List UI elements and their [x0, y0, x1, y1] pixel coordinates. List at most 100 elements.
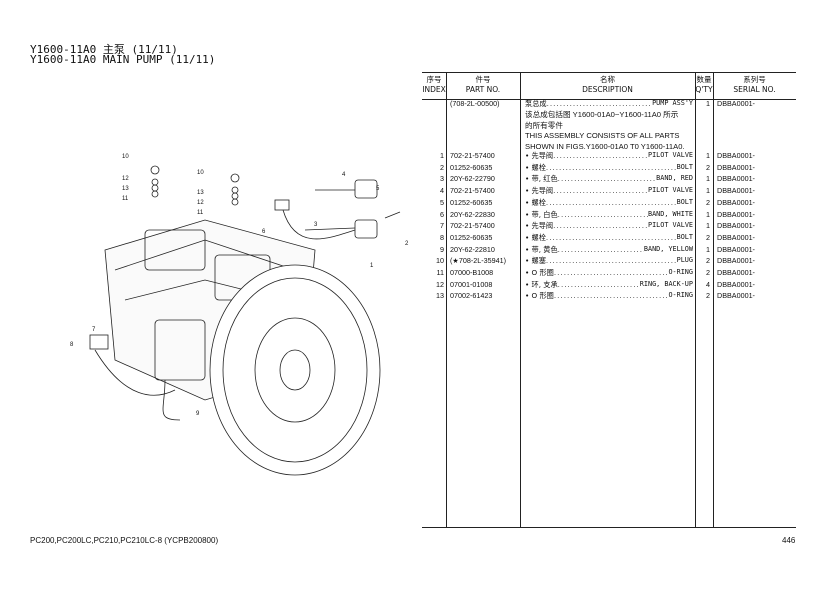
row-index: 2 [440, 162, 444, 172]
row-qty: 2 [706, 232, 710, 242]
footer-models: PC200,PC200LC,PC210,PC210LC-8 (YCPB20080… [30, 536, 219, 545]
row-description: • O 形圈..................................… [525, 291, 693, 301]
row-index: 10 [436, 256, 444, 266]
row-description: • 螺塞....................................… [525, 256, 693, 266]
row-serial: DBBA0001- [717, 279, 755, 289]
main-pump-exploded-drawing [89, 165, 401, 476]
row-index: 12 [436, 279, 444, 289]
row-qty: 1 [706, 244, 710, 254]
row-qty: 1 [706, 174, 710, 184]
callout-number: 4 [342, 172, 346, 178]
row-serial: DBBA0001- [717, 209, 755, 219]
row-description: • O 形圈..................................… [525, 268, 693, 277]
row-description: • 螺栓....................................… [525, 197, 693, 207]
row-part-no: 702-21-57400 [450, 186, 495, 196]
row-serial: DBBA0001- [717, 268, 755, 277]
table-row: 12 07001-01008 • 环, 支承....................… [422, 279, 796, 291]
row-qty: 1 [706, 209, 710, 219]
row-serial: DBBA0001- [717, 186, 755, 196]
row-index: 3 [440, 174, 444, 184]
row-part-no: 20Y-62-22810 [450, 244, 495, 254]
table-row: 1 702-21-57400 • 先导阀......................… [422, 150, 796, 162]
row-serial: DBBA0001- [717, 291, 755, 301]
row-serial: DBBA0001- [717, 162, 755, 172]
row-serial: DBBA0001- [717, 256, 755, 266]
table-row: 4 702-21-57400 • 先导阀......................… [422, 185, 796, 197]
callout-number: 11 [197, 210, 204, 216]
row-description: • 先导阀...................................… [525, 151, 693, 160]
row-description: • 带, 白色.................................… [525, 209, 693, 219]
row-part-no: 702-21-57400 [450, 151, 495, 160]
table-row: 13 07002-61423 • O 形圈.....................… [422, 290, 796, 302]
row-part-no: 07002-61423 [450, 291, 493, 301]
callout-number: 9 [196, 411, 200, 417]
row-part-no: 20Y-62-22830 [450, 209, 495, 219]
row-serial: DBBA0001- [717, 244, 755, 254]
callout-number: 10 [197, 170, 204, 176]
callout-number: 6 [262, 229, 266, 235]
row-part-no: 07001-01008 [450, 279, 493, 289]
row-part-no: 01252-60635 [450, 197, 493, 207]
page-title-cn: Y1600-11A0 主泵 (11/11) [30, 43, 178, 56]
callout-number: 7 [92, 327, 96, 333]
row-description: • 带, 黄色.................................… [525, 244, 693, 254]
row-index: 1 [440, 151, 444, 160]
row-qty: 2 [706, 291, 710, 301]
row-index: 13 [436, 291, 444, 301]
callout-number: 3 [314, 222, 318, 228]
row-part-no: (★708-2L-35941) [450, 256, 506, 266]
row-qty: 2 [706, 197, 710, 207]
callout-number: 10 [122, 154, 129, 160]
callout-number: 5 [376, 186, 380, 192]
table-row: 5 01252-60635 • 螺栓........................… [422, 197, 796, 209]
row-qty: 2 [706, 268, 710, 277]
row-qty: 4 [706, 279, 710, 289]
row-description: • 先导阀...................................… [525, 186, 693, 196]
table-row: 9 20Y-62-22810 • 带, 黄色....................… [422, 244, 796, 256]
callout-number: 12 [122, 176, 129, 182]
row-description: • 环, 支承.................................… [525, 279, 693, 289]
row-serial: DBBA0001- [717, 174, 755, 184]
callout-number: 12 [197, 200, 204, 206]
callout-number: 1 [370, 263, 374, 269]
table-row: 7 702-21-57400 • 先导阀......................… [422, 220, 796, 232]
row-serial: DBBA0001- [717, 232, 755, 242]
row-description: • 带, 红色.................................… [525, 174, 693, 184]
table-row: 10 (★708-2L-35941) • 螺塞...................… [422, 255, 796, 267]
row-qty: 2 [706, 256, 710, 266]
callout-number: 2 [405, 241, 409, 247]
page-title-en: Y1600-11A0 MAIN PUMP (11/11) [30, 53, 216, 66]
row-index: 6 [440, 209, 444, 219]
table-row-assembly: (708-2L-00500) 泵总成......................… [450, 99, 755, 108]
row-description: • 螺栓....................................… [525, 232, 693, 242]
row-part-no: 01252-60635 [450, 232, 493, 242]
callout-number: 11 [122, 196, 129, 202]
row-serial: DBBA0001- [717, 221, 755, 231]
row-qty: 2 [706, 162, 710, 172]
row-part-no: 01252-60635 [450, 162, 493, 172]
row-description: • 先导阀...................................… [525, 221, 693, 231]
callout-number: 8 [70, 342, 74, 348]
callout-number: 13 [122, 186, 129, 192]
row-index: 4 [440, 186, 444, 196]
row-index: 5 [440, 197, 444, 207]
row-serial: DBBA0001- [717, 151, 755, 160]
row-qty: 1 [706, 186, 710, 196]
callout-number: 13 [197, 190, 204, 196]
row-part-no: 07000-B1008 [450, 268, 494, 277]
row-index: 9 [440, 244, 444, 254]
row-qty: 1 [706, 151, 710, 160]
row-part-no: 702-21-57400 [450, 221, 495, 231]
row-index: 7 [440, 221, 444, 231]
